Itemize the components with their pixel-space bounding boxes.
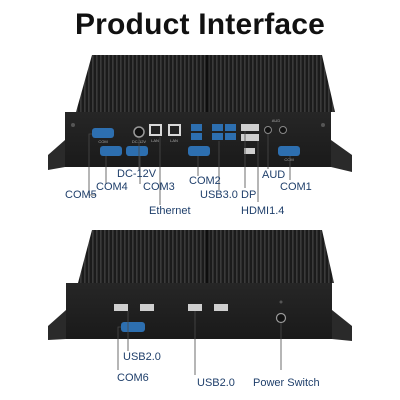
usb2-port — [214, 304, 228, 311]
silk-com: COM — [98, 139, 107, 144]
top-right-ear — [331, 140, 352, 172]
callout-ethernet: Ethernet — [149, 205, 191, 217]
com5-port — [92, 128, 114, 138]
top-leader-lines — [88, 131, 291, 205]
com6-port — [121, 322, 145, 332]
usb3-port — [225, 133, 236, 140]
top-left-ear — [48, 140, 65, 170]
callout-com4: COM4 — [96, 181, 128, 193]
silk-com: COM — [284, 157, 293, 162]
usb3-port — [212, 124, 223, 131]
hdmi-port — [241, 134, 259, 141]
usb3-port — [225, 124, 236, 131]
audio-jack — [264, 126, 272, 134]
power-switch-button — [275, 312, 287, 324]
callout-com2: COM2 — [189, 175, 221, 187]
callout-com5: COM5 — [65, 189, 97, 201]
callout-dc-12v: DC-12V — [117, 168, 157, 180]
bottom-leader-lines — [117, 311, 282, 375]
usb3-port — [212, 133, 223, 140]
com4-port — [100, 146, 122, 156]
usb3-port — [191, 124, 202, 131]
bottom-left-ear — [48, 310, 66, 340]
com2-port — [188, 146, 210, 156]
callout-hdmi: HDMI1.4 — [241, 205, 285, 217]
callout-aud: AUD — [262, 169, 286, 181]
usb2-port — [188, 304, 202, 311]
usb2-port — [114, 304, 128, 311]
usb3-port — [191, 133, 202, 140]
silk-lan: LAN — [170, 138, 178, 143]
top-device: COM DC-12V LAN LAN COM AUD — [48, 55, 352, 205]
usb-port — [244, 148, 255, 154]
page-title: Product Interface — [74, 8, 326, 41]
dp-port — [241, 124, 259, 131]
callout-usb2-middle: USB2.0 — [197, 377, 235, 389]
silk-aud: AUD — [272, 118, 281, 123]
callout-com3: COM3 — [143, 181, 175, 193]
bottom-device — [48, 230, 352, 375]
audio-jack — [279, 126, 287, 134]
com3-port — [126, 146, 148, 156]
bottom-right-ear — [332, 310, 352, 341]
com1-port — [278, 146, 300, 156]
callout-dp: DP — [241, 189, 257, 201]
silk-lan: LAN — [151, 138, 159, 143]
callout-usb3: USB3.0 — [200, 189, 238, 201]
dc-jack-port — [133, 126, 145, 138]
usb2-port — [140, 304, 154, 311]
callout-power-switch: Power Switch — [253, 377, 320, 389]
callout-com1: COM1 — [280, 181, 312, 193]
callout-usb2-left: USB2.0 — [123, 351, 161, 363]
callout-com6: COM6 — [117, 372, 149, 384]
